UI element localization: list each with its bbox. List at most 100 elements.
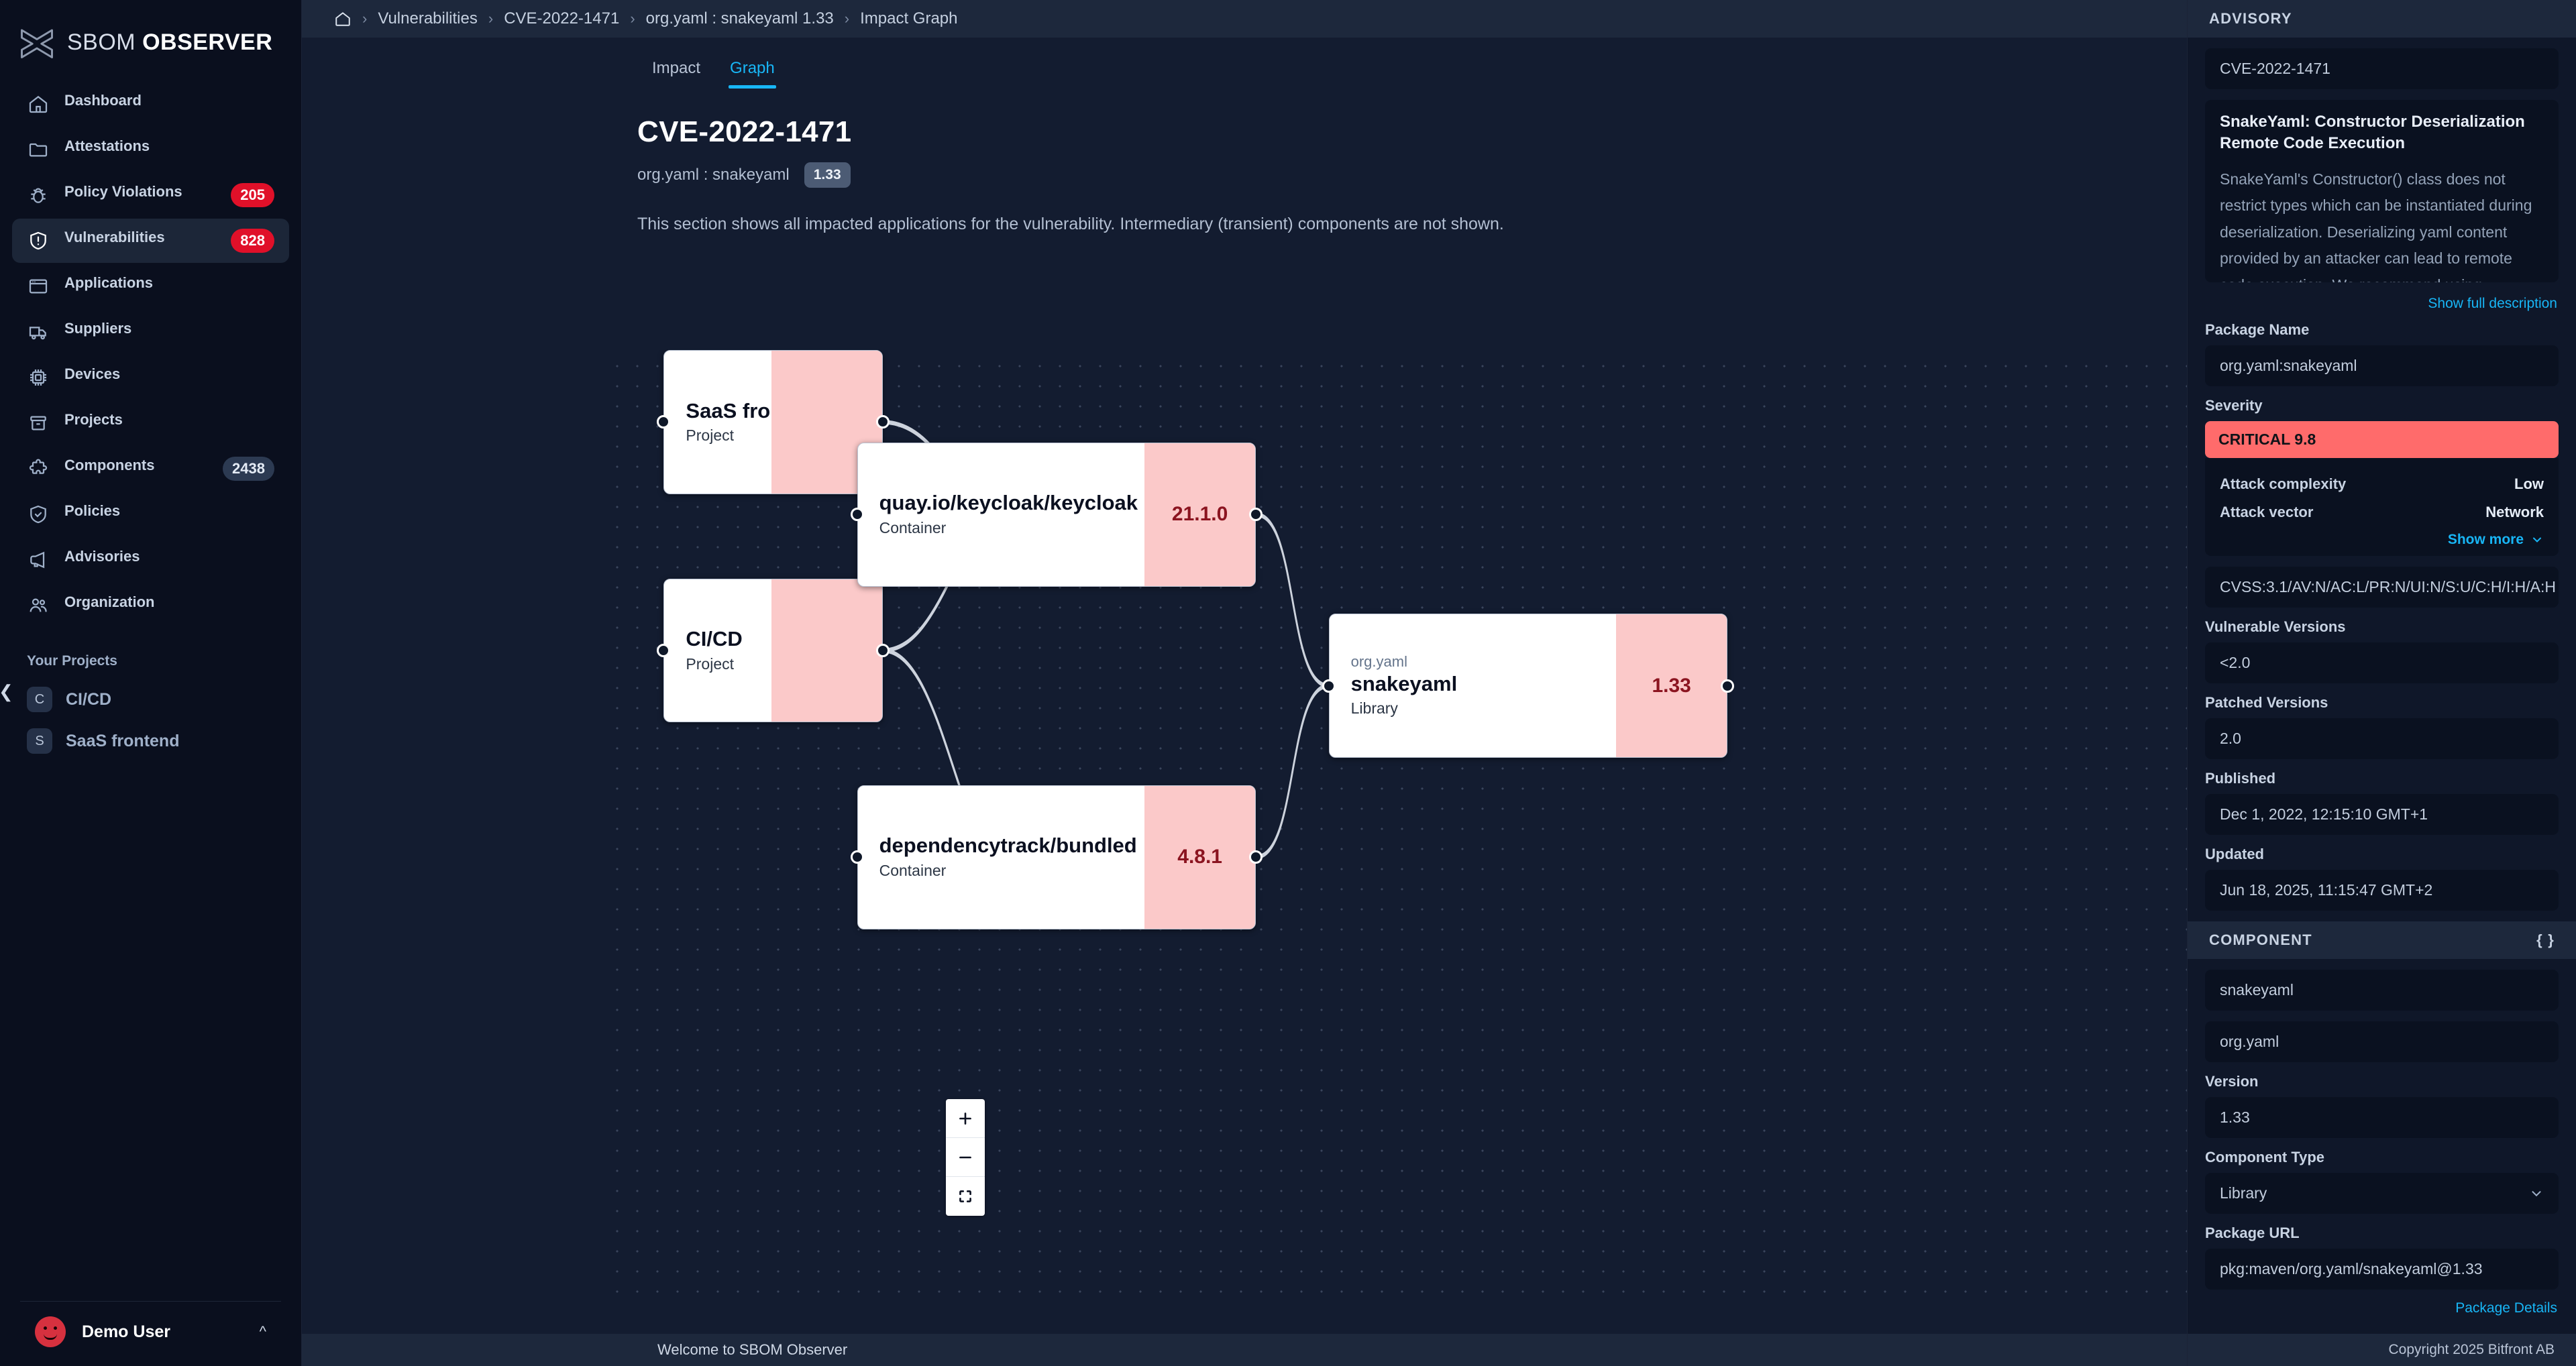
zoom-out-button[interactable] [946,1138,985,1177]
node-handle-snakeyaml-left[interactable] [1322,679,1336,693]
impact-graph-canvas[interactable]: SaaS frontend Project CI/CD Project [604,350,2187,1302]
graph-viewport[interactable]: SaaS frontend Project CI/CD Project [604,350,2187,1302]
sidebar-item-policy-violations[interactable]: Policy Violations 205 [12,173,289,217]
node-handle-cicd-right[interactable] [875,643,890,657]
breadcrumb-separator: › [844,10,850,27]
node-handle-keycloak-right[interactable] [1249,508,1263,522]
breadcrumb-item-impact-graph[interactable]: Impact Graph [860,9,958,27]
project-item-saas-frontend[interactable]: S SaaS frontend [0,720,301,762]
chip-icon [27,366,50,389]
node-handle-snakeyaml-right[interactable] [1721,679,1735,693]
zoom-in-button[interactable] [946,1099,985,1138]
sidebar-nav: Dashboard Attestations Policy Violations… [0,82,301,629]
window-icon [27,275,50,298]
published-field[interactable]: Dec 1, 2022, 12:15:10 GMT+1 [2205,794,2559,835]
sidebar-item-advisories[interactable]: Advisories [12,538,289,582]
content-area: CVE-2022-1471 org.yaml : snakeyaml 1.33 … [302,89,2187,1334]
node-handle-keycloak-left[interactable] [850,508,864,522]
node-version: 4.8.1 [1144,785,1256,929]
divider [20,1301,281,1302]
sidebar-item-projects[interactable]: Projects [12,401,289,445]
code-braces-icon[interactable]: { } [2536,931,2555,948]
sidebar-badge-components: 2438 [223,457,274,481]
severity-badge: CRITICAL 9.8 [2205,421,2559,458]
package-subtitle: org.yaml : snakeyaml [637,166,790,184]
component-type-value: Library [2220,1184,2267,1202]
package-url-field[interactable]: pkg:maven/org.yaml/snakeyaml@1.33 [2205,1249,2559,1290]
user-menu-button[interactable]: Demo User ^ [15,1316,286,1347]
project-label: CI/CD [66,689,112,709]
show-more-row[interactable]: Show more [2220,526,2544,548]
fit-view-button[interactable] [946,1177,985,1216]
show-full-description-link[interactable]: Show full description [2428,296,2557,311]
node-handle-saas-right[interactable] [875,415,890,429]
graph-node-snakeyaml[interactable]: org.yaml snakeyaml Library 1.33 [1328,614,1728,758]
sidebar-item-label: Vulnerabilities [64,229,165,245]
copyright-text: Copyright 2025 Bitfront AB [2388,1342,2555,1357]
node-kind: Container [879,519,947,537]
tab-graph[interactable]: Graph [715,59,790,89]
avatar [35,1316,66,1347]
sidebar-item-vulnerabilities[interactable]: Vulnerabilities 828 [12,219,289,263]
sidebar-item-policies[interactable]: Policies [12,492,289,536]
sidebar-collapse-chevron-left-icon[interactable]: ❮ [0,681,13,701]
sidebar-item-applications[interactable]: Applications [12,264,289,308]
sidebar-item-organization[interactable]: Organization [12,583,289,628]
graph-node-saas-frontend[interactable]: SaaS frontend Project [663,350,883,494]
breadcrumb-item-package[interactable]: org.yaml : snakeyaml 1.33 [645,9,834,27]
component-group-field[interactable]: org.yaml [2205,1021,2559,1062]
breadcrumb-item-vulnerabilities[interactable]: Vulnerabilities [378,9,478,27]
node-version: 1.33 [1616,614,1727,758]
patched-versions-field[interactable]: 2.0 [2205,718,2559,759]
advisory-cve-field[interactable]: CVE-2022-1471 [2205,48,2559,89]
vulnerable-versions-field[interactable]: <2.0 [2205,642,2559,683]
sidebar-item-attestations[interactable]: Attestations [12,127,289,172]
sidebar-item-dashboard[interactable]: Dashboard [12,82,289,126]
breadcrumb-home-icon[interactable] [334,10,352,27]
component-name-field[interactable]: snakeyaml [2205,970,2559,1011]
brand[interactable]: SBOM OBSERVER [0,0,301,67]
updated-field[interactable]: Jun 18, 2025, 11:15:47 GMT+2 [2205,870,2559,911]
metric-attack-vector: Attack vector Network [2220,498,2544,526]
package-subtitle-row: org.yaml : snakeyaml 1.33 [637,162,2187,188]
puzzle-icon [27,457,50,480]
chevron-up-icon[interactable]: ^ [259,1323,266,1340]
node-handle-dependencytrack-right[interactable] [1249,850,1263,864]
sidebar-item-label: Devices [64,365,121,382]
node-version: 21.1.0 [1144,443,1256,586]
project-item-cicd[interactable]: C CI/CD [0,679,301,720]
node-handle-cicd-left[interactable] [657,643,671,657]
package-name-field[interactable]: org.yaml:snakeyaml [2205,345,2559,386]
sidebar-item-suppliers[interactable]: Suppliers [12,310,289,354]
package-details-link[interactable]: Package Details [2455,1300,2557,1316]
brand-bold: OBSERVER [142,29,273,55]
sidebar-item-devices[interactable]: Devices [12,355,289,400]
tab-impact[interactable]: Impact [652,59,701,77]
advisory-description: SnakeYaml's Constructor() class does not… [2220,170,2532,282]
sidebar-item-label: Advisories [64,548,140,565]
status-bar: Welcome to SBOM Observer [302,1334,2187,1366]
graph-node-cicd[interactable]: CI/CD Project [663,578,883,723]
node-title: SaaS frontend [686,398,827,422]
component-type-select[interactable]: Library [2205,1173,2559,1214]
breadcrumb-separator: › [362,10,368,27]
node-title: dependencytrack/bundled [879,834,1137,858]
show-more-link[interactable]: Show more [2447,532,2524,547]
sidebar-item-label: Projects [64,411,123,428]
sidebar-badge-policy-violations: 205 [231,183,274,207]
metric-key: Attack complexity [2220,475,2347,492]
node-handle-saas-left[interactable] [657,415,671,429]
graph-node-keycloak[interactable]: quay.io/keycloak/keycloak Container 21.1… [857,442,1256,587]
sidebar-item-components[interactable]: Components 2438 [12,447,289,491]
cvss-vector-field[interactable]: CVSS:3.1/AV:N/AC:L/PR:N/UI:N/S:U/C:H/I:H… [2205,567,2559,608]
breadcrumb-item-cve[interactable]: CVE-2022-1471 [504,9,620,27]
node-kind: Project [686,426,735,445]
folder-icon [27,138,50,161]
node-handle-dependencytrack-left[interactable] [850,850,864,864]
advisory-panel-header: ADVISORY [2188,0,2576,38]
component-version-field[interactable]: 1.33 [2205,1097,2559,1138]
sidebar-item-label: Dashboard [64,92,142,109]
graph-node-dependencytrack[interactable]: dependencytrack/bundled Container 4.8.1 [857,785,1256,929]
node-body: org.yaml snakeyaml Library [1330,614,1617,757]
panel-footer: Copyright 2025 Bitfront AB [2188,1334,2576,1366]
